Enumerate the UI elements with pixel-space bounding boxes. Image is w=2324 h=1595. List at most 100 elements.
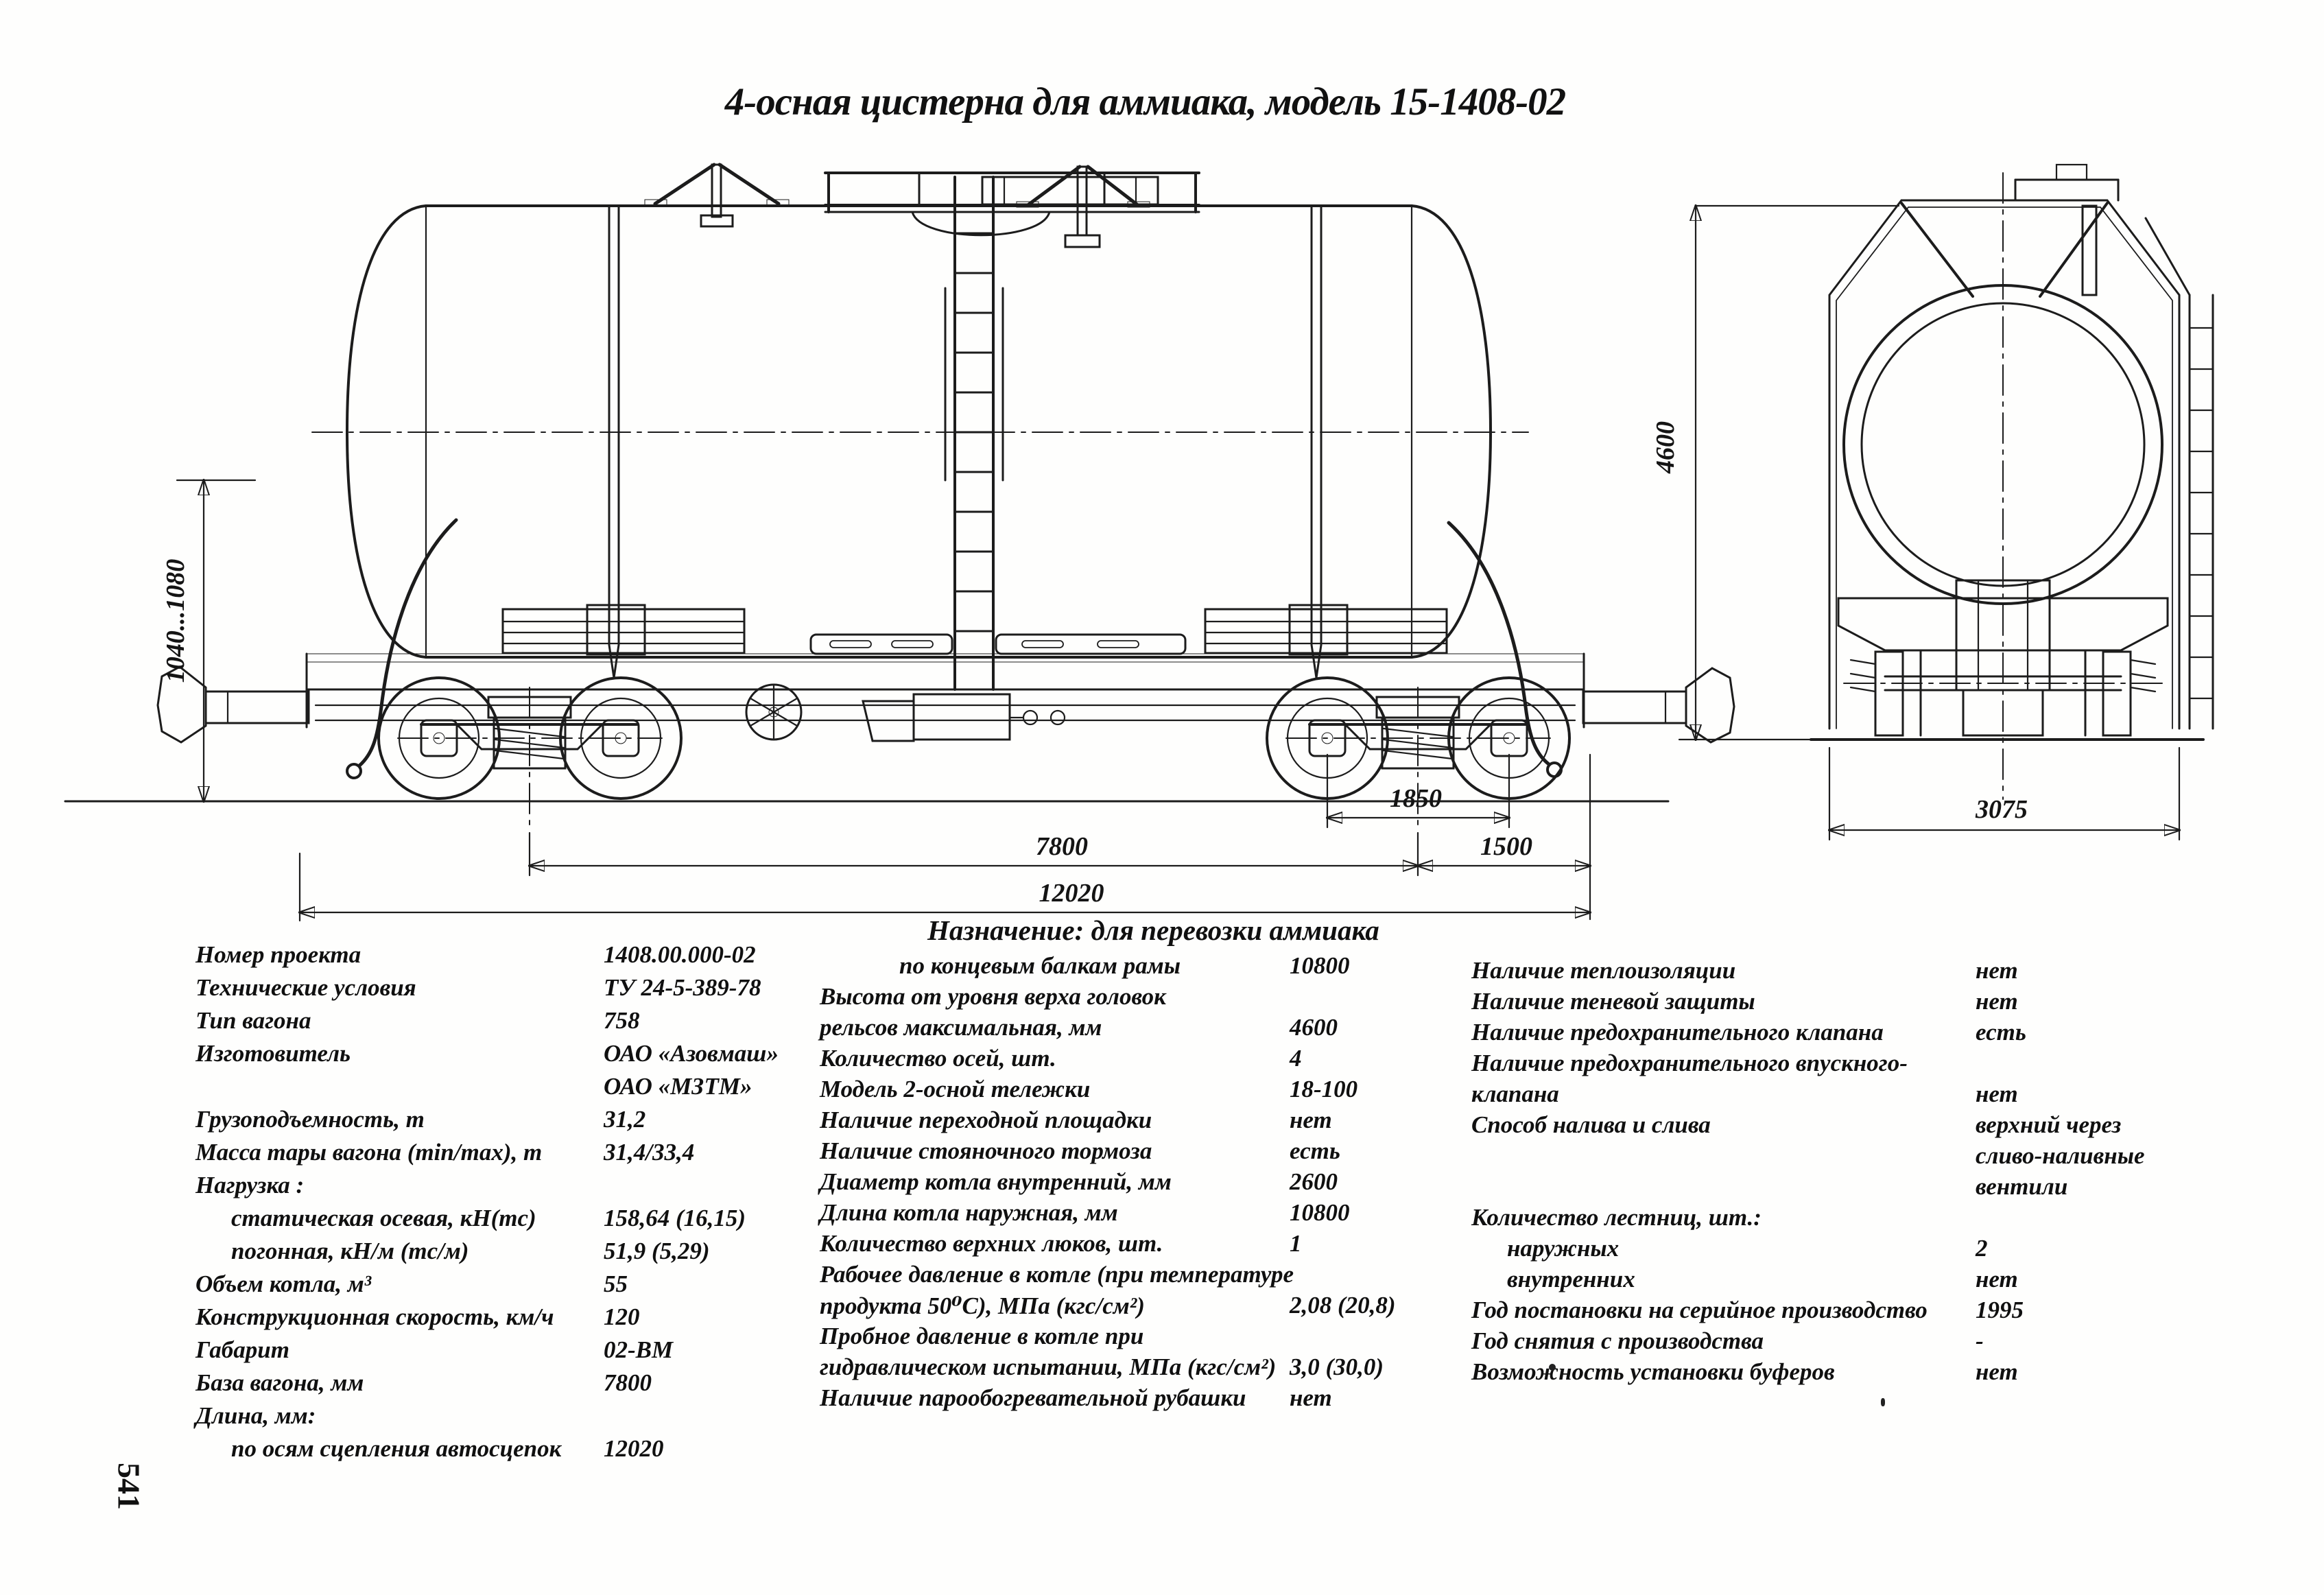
safety-strap-support-right: [1016, 165, 1150, 248]
spec-value: 2: [1976, 1235, 1988, 1262]
spec-value: 10800: [1290, 952, 1350, 979]
handrail-left: [357, 518, 458, 768]
dim-end-width: 3075: [1975, 795, 2028, 824]
spec-value: 3,0 (30,0): [1290, 1354, 1384, 1380]
spec-label: Диаметр котла внутренний, мм: [820, 1168, 1172, 1195]
dim-coupler-height: 1040...1080: [161, 559, 190, 683]
dim-bogie-to-coupler: 1500: [1480, 832, 1532, 861]
spec-label: клапана: [1471, 1080, 1559, 1107]
spec-row: ОАО «МЗТМ»: [195, 1073, 881, 1106]
spec-row: Модель 2-осной тележки 18-100: [820, 1076, 1478, 1107]
spec-value: ТУ 24-5-389-78: [604, 974, 761, 1001]
spec-label: Нагрузка :: [195, 1172, 305, 1198]
spec-value: 18-100: [1290, 1076, 1358, 1102]
side-view-dimensions: 1040...1080 1850 7800 1500 12020: [161, 480, 1590, 922]
dim-bogie-axle-spacing: 1850: [1390, 784, 1442, 813]
spec-row: Наличие предохранительного впускного-: [1471, 1050, 2260, 1080]
spec-label: Наличие теплоизоляции: [1471, 957, 1736, 984]
spec-value: верхний через: [1976, 1111, 2122, 1138]
spec-row: Количество верхних люков, шт.1: [820, 1230, 1478, 1261]
spec-label: Конструкционная скорость, км/ч: [195, 1303, 554, 1330]
spec-value: 1995: [1976, 1297, 2024, 1323]
saddle-plates: [809, 633, 1187, 655]
spec-label: Масса тары вагона (min/max), т: [195, 1139, 543, 1166]
page-title: 4-осная цистерна для аммиака, модель 15-…: [724, 80, 1566, 123]
end-view-ladder: [2144, 217, 2214, 730]
spec-label: Наличие теневой защиты: [1471, 988, 1755, 1015]
scan-speck: [1881, 1398, 1885, 1406]
spec-label: погонная, кН/м (тс/м): [231, 1238, 469, 1264]
safety-strap-support-left: [644, 163, 790, 228]
dim-wagon-base: 7800: [1036, 832, 1088, 861]
end-view-dimensions: 4600 3075: [1651, 206, 2179, 841]
spec-value: 4600: [1290, 1014, 1338, 1041]
spec-label: Наличие парообогревательной рубашки: [820, 1384, 1246, 1411]
spec-row: погонная, кН/м (тс/м) 51,9 (5,29): [195, 1238, 881, 1271]
side-view: 1040...1080 1850 7800 1500 12020: [64, 163, 1735, 922]
spec-value: нет: [1290, 1107, 1332, 1133]
spec-value: 2,08 (20,8): [1290, 1292, 1396, 1319]
spec-row: Количество осей, шт. 4: [820, 1045, 1478, 1076]
spec-value: вентили: [1976, 1173, 2068, 1200]
spec-value: 31,2: [604, 1106, 646, 1133]
technical-drawing: 1040...1080 1850 7800 1500 12020: [64, 163, 2214, 922]
spec-label: Изготовитель: [195, 1040, 351, 1067]
spec-value: 02-ВМ: [604, 1336, 674, 1363]
spec-row: вентили: [1471, 1173, 2260, 1204]
spec-label: гидравлическом испытании, МПа (кгс/см²): [820, 1354, 1277, 1380]
purpose-header: Назначение: для перевозки аммиака: [927, 914, 1379, 946]
ladder: [944, 176, 1004, 691]
spec-value: нет: [1976, 1358, 2018, 1385]
end-view: 4600 3075: [1651, 163, 2214, 841]
hatch-platform: [824, 172, 1200, 237]
spec-row: Конструкционная скорость, км/ч 120: [195, 1303, 881, 1336]
spec-value: сливо-наливные: [1976, 1142, 2145, 1169]
dim-overall-length: 12020: [1039, 879, 1104, 908]
spec-row: гидравлическом испытании, МПа (кгс/см²) 3…: [820, 1354, 1478, 1384]
spec-label: Модель 2-осной тележки: [820, 1076, 1091, 1102]
spec-label: Количество осей, шт.: [820, 1045, 1056, 1072]
scan-speck: [1549, 1364, 1556, 1371]
spec-label: Количество лестниц, шт.:: [1471, 1204, 1762, 1231]
spec-label: Объем котла, м³: [195, 1271, 372, 1297]
spec-value: -: [1976, 1327, 1984, 1354]
spec-value: нет: [1976, 988, 2018, 1015]
spec-row: статическая осевая, кН(тс)158,64 (16,15): [195, 1205, 881, 1238]
spec-label: Пробное давление в котле при: [820, 1323, 1144, 1349]
spec-label: Наличие предохранительного клапана: [1471, 1019, 1884, 1045]
spec-row: Рабочее давление в котле (при температур…: [820, 1261, 1478, 1292]
spec-label: Тип вагона: [195, 1007, 311, 1034]
spec-value: 12020: [604, 1435, 664, 1462]
spec-value: 120: [604, 1303, 640, 1330]
spec-value: 51,9 (5,29): [604, 1238, 710, 1264]
spec-row: Количество лестниц, шт.:: [1471, 1204, 2260, 1235]
spec-value: 1408.00.000-02: [604, 941, 756, 968]
spec-value: 7800: [604, 1369, 652, 1396]
spec-value: 4: [1290, 1045, 1302, 1072]
spec-value: 55: [604, 1271, 628, 1297]
spec-label: Наличие предохранительного впускного-: [1471, 1050, 1908, 1076]
spec-row: Нагрузка :: [195, 1172, 881, 1205]
